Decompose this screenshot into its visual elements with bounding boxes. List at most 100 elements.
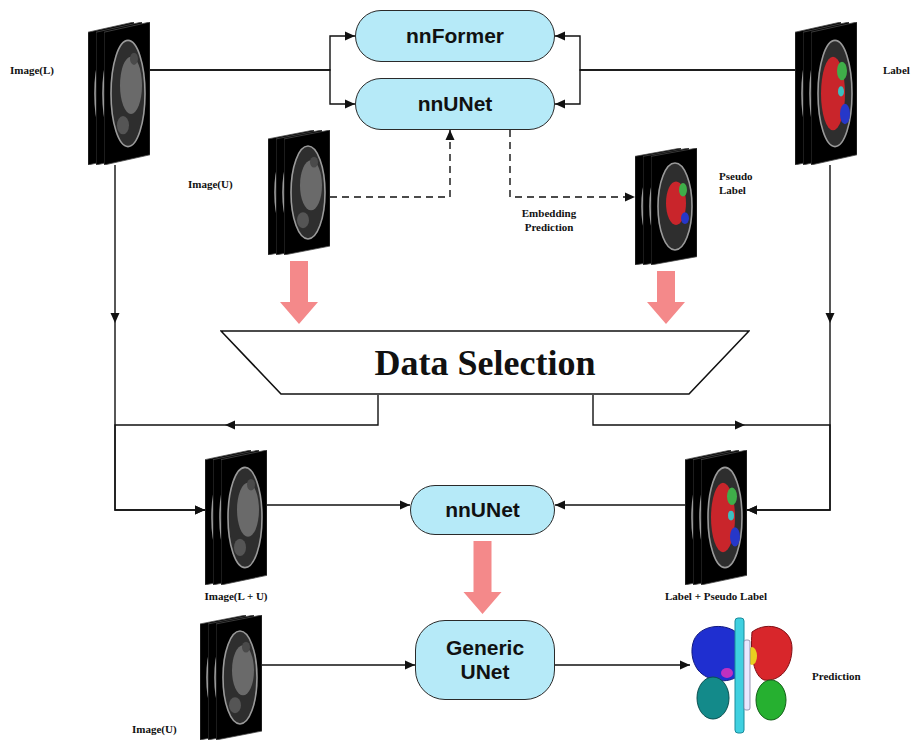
kidney-shape xyxy=(697,677,729,719)
vessel-shape xyxy=(744,640,750,710)
label-stack-art xyxy=(685,450,747,585)
connector-line xyxy=(510,130,635,197)
arrow-head xyxy=(826,313,835,323)
arrow-connector xyxy=(555,501,685,510)
connector-line xyxy=(555,36,795,70)
model-box: nnUNet xyxy=(410,485,555,535)
stage-title: Data Selection xyxy=(375,342,596,384)
ct-slice xyxy=(216,615,262,740)
spleen-shape xyxy=(752,626,793,680)
model-box: nnFormer xyxy=(355,10,555,62)
image-stack: Image(L + U) xyxy=(205,450,267,585)
stack-label: Prediction xyxy=(812,670,882,684)
arrow-head xyxy=(345,32,355,41)
connector-line xyxy=(115,395,378,510)
label-slice xyxy=(651,148,697,265)
arrow-connector xyxy=(555,70,795,109)
stack-label: Image(U) xyxy=(188,178,258,192)
connector-line xyxy=(747,165,830,510)
model-box: nnUNet xyxy=(355,78,555,130)
image-stack-art xyxy=(200,615,262,740)
trapezoid-shape xyxy=(221,331,749,394)
block-arrow-shape xyxy=(647,271,685,324)
image-stack: Image(U) xyxy=(200,615,262,740)
connector-line xyxy=(593,395,830,510)
ct-slice xyxy=(104,22,150,165)
organ-rendering xyxy=(692,618,792,733)
selection-trapezoid: Data Selection xyxy=(220,330,750,395)
arrow-head xyxy=(555,501,565,510)
arrow-connector xyxy=(115,395,378,515)
connector-line xyxy=(330,130,450,197)
stack-label: Pseudo Label xyxy=(719,170,769,198)
arrow-head xyxy=(400,501,410,510)
box-label: nnFormer xyxy=(406,24,504,48)
label-stack-art xyxy=(795,22,857,165)
arrow-connector xyxy=(150,32,355,71)
block-arrow xyxy=(464,541,502,614)
block-arrow-shape xyxy=(464,541,502,614)
dashed-arrow xyxy=(330,130,455,197)
image-stack: Prediction xyxy=(690,618,794,735)
stack-label: Image(L) xyxy=(10,64,80,78)
block-arrow xyxy=(280,261,318,324)
box-label: Generic UNet xyxy=(435,636,535,684)
image-stack: Image(L) xyxy=(88,22,150,165)
image-stack: Pseudo Label xyxy=(635,148,697,265)
dashed-arrow xyxy=(510,130,635,202)
connector-line xyxy=(262,664,415,665)
arrow-connector xyxy=(555,661,690,670)
arrow-head xyxy=(405,661,415,670)
box-label: nnUNet xyxy=(418,92,493,116)
arrow-head xyxy=(446,130,455,140)
arrow-head xyxy=(195,506,205,515)
connector-line xyxy=(150,70,355,104)
box-label: nnUNet xyxy=(445,498,520,522)
arrow-head xyxy=(555,100,565,109)
arrow-head xyxy=(747,506,757,515)
stack-label: Label xyxy=(883,64,917,78)
arrow-head xyxy=(555,32,565,41)
arrow-head xyxy=(735,421,745,430)
connector-line xyxy=(150,36,355,70)
connector-line xyxy=(555,504,685,505)
image-stack: Label + Pseudo Label xyxy=(685,450,747,585)
image-stack-art xyxy=(205,450,267,585)
arrow-connector xyxy=(262,661,415,670)
block-arrow xyxy=(647,271,685,324)
image-stack: Label xyxy=(795,22,857,165)
connector-line xyxy=(555,70,795,104)
connector-line xyxy=(267,504,410,505)
arrow-connector xyxy=(747,165,835,515)
kidney-shape xyxy=(756,680,786,720)
stack-label: Image(U) xyxy=(132,723,196,737)
stack-label: Image(L + U) xyxy=(176,590,296,604)
liver-shape xyxy=(692,626,738,680)
arrow-connector xyxy=(150,70,355,109)
ct-slice xyxy=(284,130,330,255)
arrow-head xyxy=(195,506,205,515)
arrow-head xyxy=(345,100,355,109)
label-slice xyxy=(811,22,857,165)
edge-label: Embedding Prediction xyxy=(506,207,592,235)
arrow-connector xyxy=(111,165,206,515)
arrow-connector xyxy=(593,395,830,515)
arrow-head xyxy=(625,193,635,202)
pseudo-label-stack-art xyxy=(635,148,697,265)
arrow-head xyxy=(225,421,235,430)
stack-label: Label + Pseudo Label xyxy=(641,590,791,604)
connector-line xyxy=(555,664,690,665)
block-arrow-shape xyxy=(280,261,318,324)
connector-line xyxy=(115,165,205,510)
model-box: Generic UNet xyxy=(415,620,555,700)
vessel-shape xyxy=(735,618,744,733)
arrow-head xyxy=(111,313,120,323)
image-stack: Image(U) xyxy=(268,130,330,255)
arrow-connector xyxy=(267,501,410,510)
label-slice xyxy=(701,450,747,585)
arrow-connector xyxy=(555,32,795,71)
ct-slice xyxy=(221,450,267,585)
arrow-head xyxy=(680,661,690,670)
arrow-head xyxy=(747,506,757,515)
